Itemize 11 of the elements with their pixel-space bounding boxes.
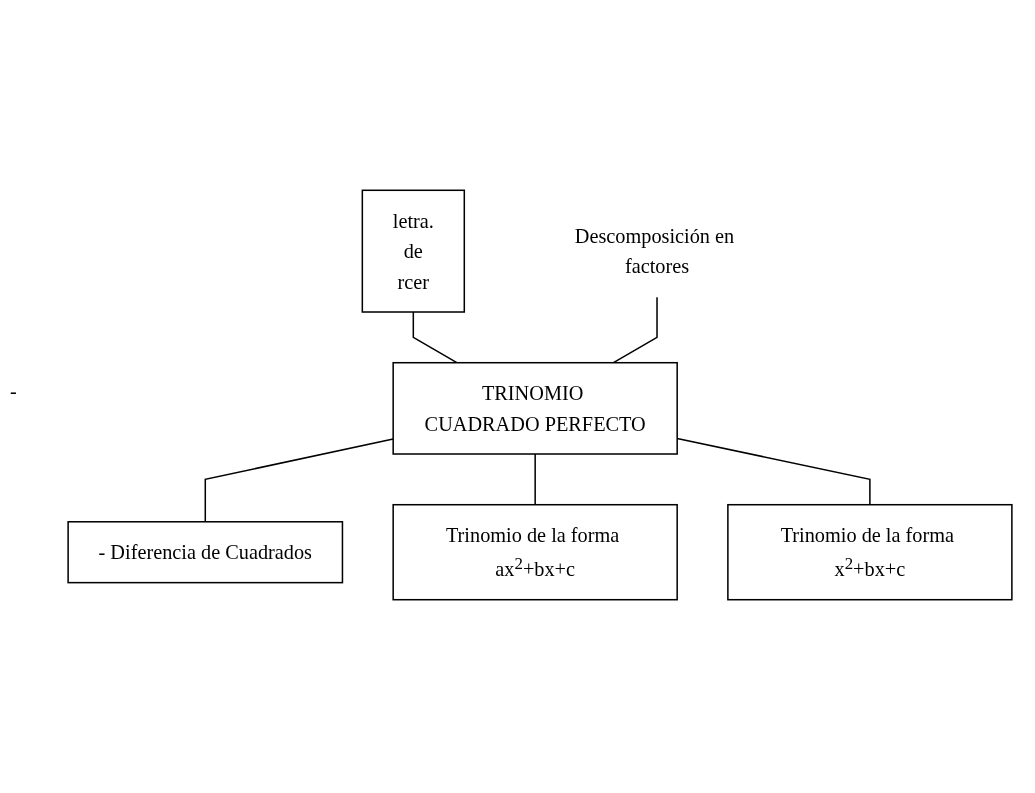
node-box: - Diferencia de Cuadrados: [67, 521, 344, 584]
node-box: letra. de rcer: [361, 189, 466, 313]
node-box: TRINOMIO CUADRADO PERFECTO: [392, 361, 678, 455]
connector: [204, 438, 394, 523]
node-text: Descomposición en factores: [574, 224, 735, 278]
connector: [412, 311, 458, 364]
connector: [612, 296, 658, 364]
connector: [534, 453, 536, 506]
note-text: -: [10, 380, 17, 403]
node-box: Trinomio de la forma ax$^{2}$+bx+c: [392, 503, 678, 601]
node-box: Trinomio de la forma x$^{2}$+bx+c: [727, 503, 1013, 601]
